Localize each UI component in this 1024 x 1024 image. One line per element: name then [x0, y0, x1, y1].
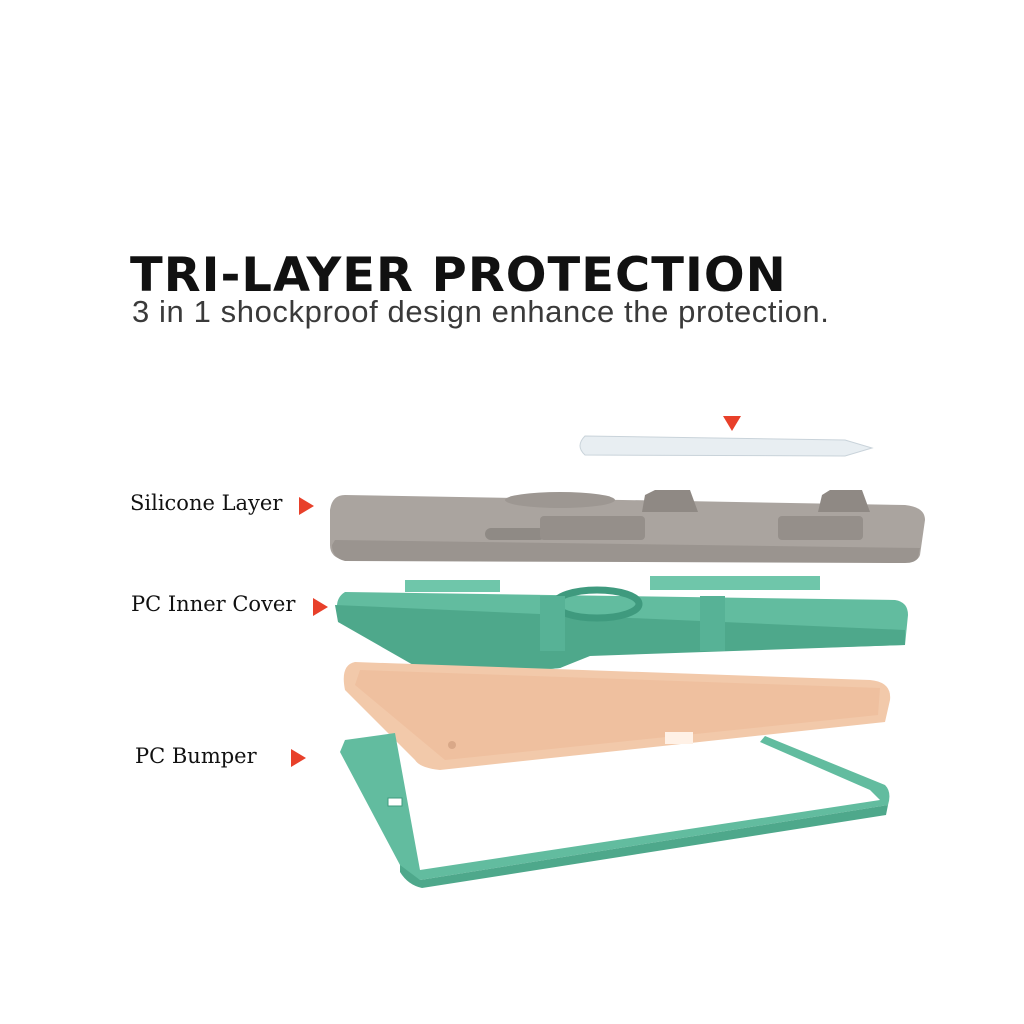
- pc-inner-cover: [335, 576, 908, 680]
- arrow-right-icon: [313, 598, 328, 616]
- headline: TRI-LAYER PROTECTION: [130, 248, 787, 303]
- label-pc-bumper: PC Bumper: [135, 744, 257, 768]
- stylus-arrow-icon: [723, 416, 741, 431]
- label-silicone-layer: Silicone Layer: [130, 491, 283, 515]
- pc-bumper: [340, 733, 890, 888]
- arrow-right-icon: [299, 497, 314, 515]
- arrow-right-icon: [291, 749, 306, 767]
- label-pc-inner-cover: PC Inner Cover: [131, 592, 296, 616]
- stylus-pencil: [579, 435, 874, 457]
- silicone-layer: [330, 490, 925, 563]
- subheadline: 3 in 1 shockproof design enhance the pro…: [132, 294, 830, 329]
- tablet: [343, 662, 891, 770]
